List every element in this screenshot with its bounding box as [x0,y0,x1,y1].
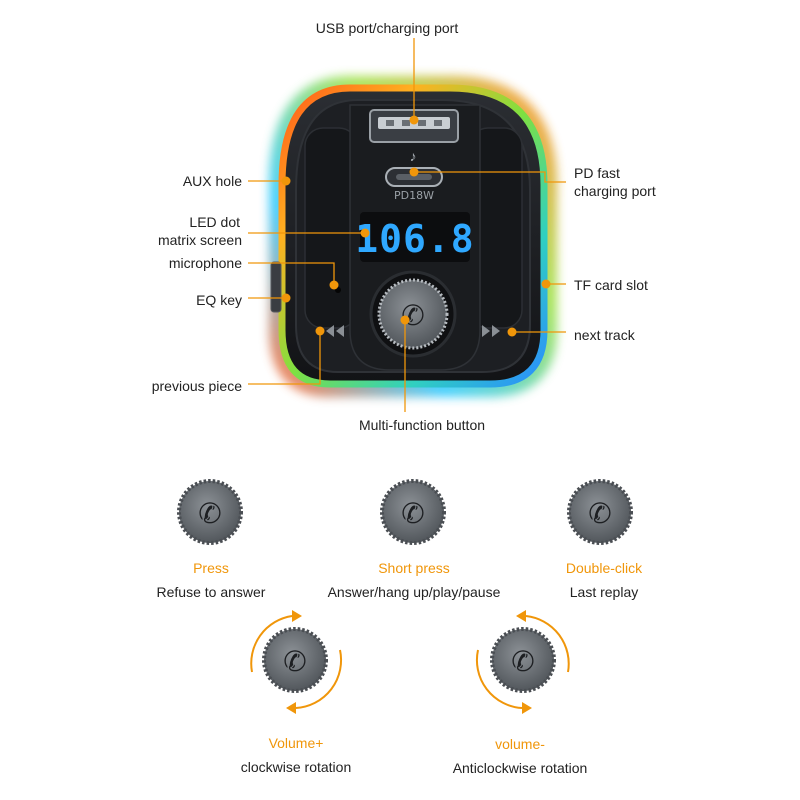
mode-volume-down-desc: Anticlockwise rotation [453,760,588,776]
phone-icon: ✆ [198,498,221,529]
mode-press: ✆ Press Refuse to answer [157,479,266,600]
label-usb-port: USB port/charging port [316,20,459,36]
next-track-icon[interactable] [482,325,500,337]
knob-short-press: ✆ [380,479,446,545]
mode-short-press-title: Short press [378,560,450,576]
leader-lines [248,38,566,412]
mode-short-press: ✆ Short press Answer/hang up/play/pause [328,479,501,600]
anticlockwise-arrow-icon [475,610,570,714]
label-next-track: next track [574,327,636,343]
mode-volume-up-title: Volume+ [269,735,324,751]
label-aux: AUX hole [183,173,242,189]
knob-press: ✆ [177,479,243,545]
label-multi-function: Multi-function button [359,417,485,433]
led-display: 106.8 [355,212,474,262]
label-eq-key: EQ key [196,292,242,308]
label-pd-port-line1: PD fast [574,165,620,181]
mode-press-desc: Refuse to answer [157,584,266,600]
phone-icon: ✆ [588,498,611,529]
label-microphone: microphone [169,255,242,271]
mode-volume-up-desc: clockwise rotation [241,759,352,775]
multi-function-knob[interactable]: ✆ [369,270,457,358]
mode-double-click-title: Double-click [566,560,643,576]
car-charger-device: ♪ PD18W 106.8 ✆ [269,76,557,397]
mode-volume-down-title: volume- [495,736,545,752]
phone-icon: ✆ [511,646,534,677]
label-previous: previous piece [152,378,242,394]
frequency-display: 106.8 [355,217,474,261]
knob-volume-down: ✆ [490,627,556,693]
clockwise-arrow-icon [250,610,343,714]
mode-double-click: ✆ Double-click Last replay [566,479,643,600]
mode-double-click-desc: Last replay [570,584,638,600]
pd-label: PD18W [394,189,434,202]
label-tf-card: TF card slot [574,277,648,293]
mode-short-press-desc: Answer/hang up/play/pause [328,584,501,600]
label-led-line1: LED dot [189,214,240,230]
knob-volume-up: ✆ [262,627,328,693]
previous-track-icon[interactable] [326,325,344,337]
label-pd-port-line2: charging port [574,183,656,199]
knob-double-click: ✆ [567,479,633,545]
mode-press-title: Press [193,560,229,576]
phone-icon: ✆ [401,498,424,529]
phone-icon: ✆ [283,646,306,677]
music-note-icon: ♪ [410,148,417,164]
mode-volume-up: ✆ Volume+ clockwise rotation [241,610,352,775]
mode-volume-down: ✆ volume- Anticlockwise rotation [453,610,588,776]
label-led-line2: matrix screen [158,232,242,248]
